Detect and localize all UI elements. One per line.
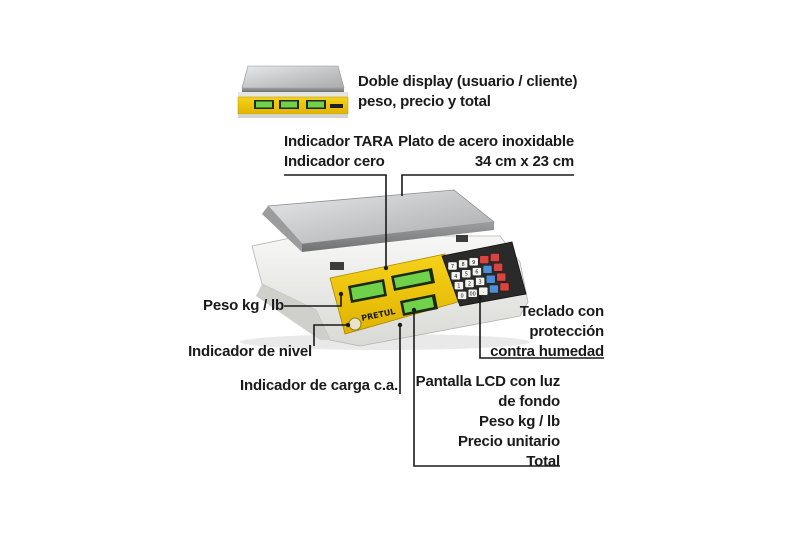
- annotation-line: Peso kg / lb: [203, 297, 284, 314]
- annotation-charge-indicator: Indicador de carga c.a.: [240, 376, 398, 396]
- keypad-key: [457, 291, 467, 300]
- annotation-line: Precio unitario: [457, 433, 560, 450]
- keypad-key: [451, 271, 461, 280]
- keypad-key-label: 4: [454, 274, 457, 280]
- level-bubble: [348, 317, 362, 331]
- keypad-key: [490, 253, 500, 262]
- keypad-key-label: 3: [479, 279, 482, 285]
- keypad-key: [468, 289, 478, 298]
- annotation-line: Total: [526, 453, 560, 470]
- annotation-line: 34 cm x 23 cm: [474, 153, 574, 170]
- keypad-key-label: 6: [475, 270, 478, 276]
- annotation-plate: Plato de acero inoxidable 34 cm x 23 cm: [398, 132, 574, 172]
- annotation-line: de fondo: [498, 393, 560, 410]
- annotation-tara-zero: Indicador TARA Indicador cero: [284, 132, 394, 172]
- keypad-key: [496, 272, 506, 282]
- keypad-key-label: 2: [468, 282, 471, 288]
- annotation-line: Plato de acero inoxidable: [398, 133, 574, 150]
- keypad-key: [493, 263, 503, 272]
- annotation-line: Indicador cero: [284, 153, 385, 170]
- annotation-line: Indicador de carga c.a.: [240, 377, 398, 394]
- keypad-key-label: 7: [451, 264, 454, 270]
- keypad-key: [472, 267, 482, 276]
- keypad-key: [461, 269, 471, 278]
- keypad-key-label: 8: [462, 262, 465, 268]
- keypad-key: [482, 265, 493, 274]
- keypad-key: [447, 261, 458, 271]
- keypad-key: [469, 257, 479, 266]
- annotation-line: peso, precio y total: [358, 93, 491, 110]
- keypad-key-label: 5: [465, 272, 468, 278]
- callout-dots: [338, 265, 483, 328]
- keypad-key-label: 0: [461, 293, 464, 299]
- annotation-line: Indicador TARA: [284, 133, 394, 150]
- annotation-dual-display: Doble display (usuario / cliente) peso, …: [358, 72, 577, 112]
- keypad-key-label: .: [483, 289, 485, 295]
- keypad-key: [489, 284, 499, 294]
- keypad-key: [486, 275, 496, 284]
- keypad-key-label: 00: [470, 291, 476, 297]
- annotation-line: protección: [529, 323, 604, 340]
- keypad-key: [458, 259, 468, 269]
- keypad-key: [464, 279, 475, 288]
- keypad-key: [499, 282, 510, 292]
- callout-lines: [284, 174, 604, 467]
- keypad-key: [478, 287, 488, 296]
- annotation-line: Peso kg / lb: [479, 413, 560, 430]
- keypad-key-label: 9: [472, 260, 475, 266]
- annotation-line: Teclado con: [519, 303, 604, 320]
- annotation-line: Doble display (usuario / cliente): [358, 73, 578, 90]
- keypad-key: [479, 255, 489, 264]
- annotation-weight-unit: Peso kg / lb: [203, 296, 284, 316]
- keypad-key: [454, 281, 464, 290]
- keypad-key: [475, 277, 485, 286]
- thumbnail-scale: [237, 65, 349, 118]
- annotation-line: Indicador de nivel: [188, 343, 312, 360]
- annotation-lcd-screen: Pantalla LCD con luz de fondo Peso kg / …: [415, 372, 561, 472]
- lcd-displays: [348, 268, 438, 316]
- annotation-line: contra humedad: [490, 343, 604, 360]
- annotation-keypad: Teclado con protección contra humedad: [490, 302, 604, 362]
- keypad-key-label: 1: [457, 284, 460, 290]
- annotation-line: Pantalla LCD con luz: [415, 373, 561, 390]
- annotation-level-indicator: Indicador de nivel: [188, 342, 312, 362]
